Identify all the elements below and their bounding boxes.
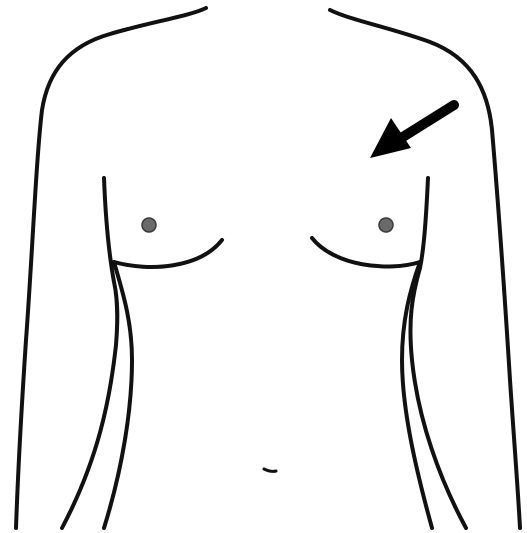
arrow-icon [370, 105, 454, 158]
left-pectoral-curve [114, 240, 222, 267]
navel [264, 469, 276, 471]
right-shoulder-line [330, 10, 520, 528]
right-pectoral-curve [312, 238, 420, 267]
left-inner-arm-line [62, 178, 117, 528]
left-nipple [142, 218, 156, 232]
right-nipple [379, 218, 393, 232]
arrow-shaft [398, 105, 454, 140]
